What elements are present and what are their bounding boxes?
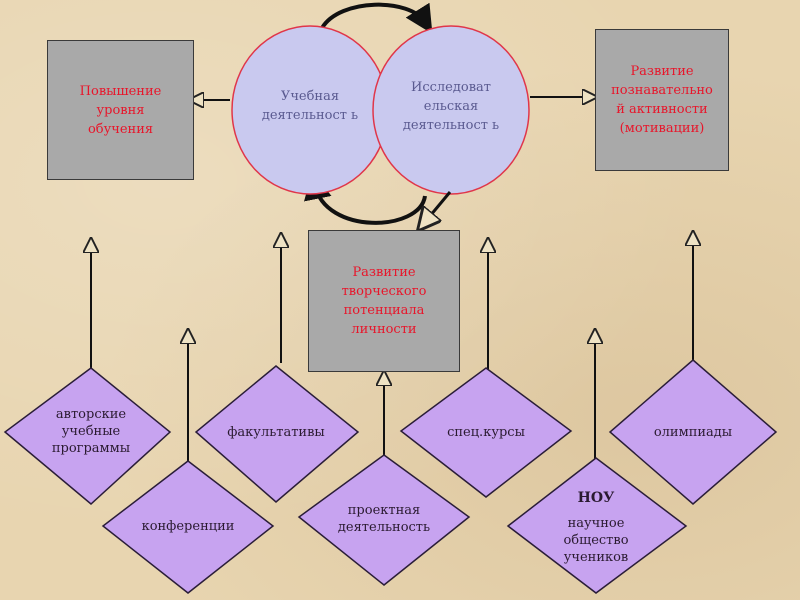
arrow-to-creative xyxy=(425,191,452,222)
diamond-nou xyxy=(506,457,688,594)
author-programs-text: авторские учебные программы xyxy=(51,406,131,456)
cycle-arrow-top xyxy=(320,2,433,34)
diamond-conferences xyxy=(101,460,275,594)
olympiads-text: олимпиады xyxy=(653,424,733,440)
conferences-text: конференции xyxy=(141,518,235,534)
circle-study-label: Учебная деятельност ь xyxy=(261,89,359,123)
diamond-olympiads-label: олимпиады xyxy=(633,420,753,444)
box-level: Повышение уровня обучения xyxy=(47,40,194,180)
circle-research-label: Исследоват ельская деятельност ь xyxy=(402,79,500,133)
box-creative: Развитие творческого потенциала личности xyxy=(308,230,460,372)
box-creative-text: Развитие творческого потенциала личности xyxy=(341,265,427,337)
diamond-project xyxy=(297,454,471,586)
box-cognitive-text: Развитие познавательно й активности (мот… xyxy=(611,64,713,136)
diamond-nou-label: НОУ научное общество учеников xyxy=(541,480,651,576)
diamond-author-programs-label: авторские учебные программы xyxy=(36,398,146,464)
diamond-special-courses xyxy=(399,367,573,498)
diamond-electives-label: факультативы xyxy=(211,420,341,444)
diamond-conferences-label: конференции xyxy=(128,514,248,538)
diamond-special-courses-label: спец.курсы xyxy=(426,420,546,444)
diamond-author-programs xyxy=(3,367,172,505)
diamond-olympiads xyxy=(608,359,778,505)
special-courses-text: спец.курсы xyxy=(447,424,525,440)
diamond-electives xyxy=(194,365,360,503)
nou-desc: научное общество учеников xyxy=(563,516,629,565)
nou-title: НОУ xyxy=(577,490,615,506)
circle-research xyxy=(372,25,530,195)
box-cognitive: Развитие познавательно й активности (мот… xyxy=(595,29,729,171)
box-level-text: Повышение уровня обучения xyxy=(79,83,162,137)
diamond-project-label: проектная деятельность xyxy=(329,497,439,541)
project-text: проектная деятельность xyxy=(337,503,431,535)
electives-text: факультативы xyxy=(227,424,325,440)
